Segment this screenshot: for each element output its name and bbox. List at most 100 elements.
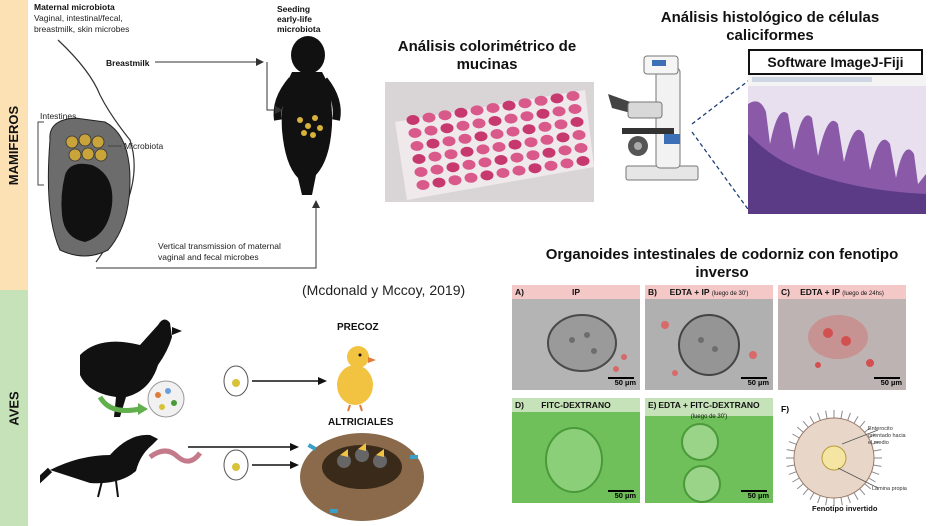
organoid-panel-c: C) EDTA + IP (luego de 24hs) 50 µm (778, 285, 906, 390)
microvillus-ray (825, 410, 828, 419)
plate-well (492, 142, 506, 152)
plate-well (412, 154, 426, 164)
plate-well (422, 112, 436, 123)
plate-well (538, 121, 552, 132)
panel-e-title: EDTA + FITC-DEXTRANO (658, 400, 760, 410)
seeding-label-2: early-life (277, 14, 312, 24)
birds-diagram (40, 319, 424, 521)
microvillus-ray (796, 483, 804, 490)
organoid-panel-f: F) Enterocito orientado hacia el medio L… (778, 398, 918, 520)
plate-well (554, 119, 568, 130)
panel-c-letter: C) (781, 287, 790, 297)
plate-well (480, 170, 494, 181)
plate-well (488, 116, 502, 126)
plate-well (550, 93, 564, 104)
microvillus-ray (802, 420, 809, 428)
microvillus-ray (786, 464, 795, 467)
panel-a-letter: A) (515, 287, 524, 297)
plate-well (504, 113, 518, 124)
breastmilk-label: Breastmilk (106, 58, 150, 68)
organoid-d-image (512, 398, 640, 503)
plate-well (432, 177, 446, 188)
panel-c-subtitle: (luego de 24hs) (842, 291, 884, 297)
microvillus-ray (859, 420, 866, 428)
plate-well (458, 133, 472, 144)
organoid-a-image (512, 285, 640, 390)
plate-well (486, 103, 500, 113)
plate-well (508, 139, 522, 150)
maternal-microbiota-title: Maternal microbiota (34, 2, 115, 12)
intestines-label: Intestines (40, 111, 77, 121)
microvillus-ray (871, 471, 880, 475)
microvillus-ray (817, 412, 821, 421)
plate-well (524, 137, 538, 148)
microvillus-ray (847, 412, 851, 421)
plate-well (414, 167, 428, 177)
citation: (Mcdonald y Mccoy, 2019) (302, 282, 466, 298)
plate-well (544, 160, 558, 171)
microvillus-ray (796, 426, 804, 433)
microvillus-ray (864, 426, 872, 433)
plate-well (512, 165, 526, 176)
altricial-label: ALTRICIALES (328, 417, 394, 428)
hen-silhouette (80, 319, 182, 417)
histology-title-line-2: caliciformes (726, 27, 814, 44)
panel-e-letter: E) (648, 400, 657, 410)
schematic-enterocyte-3: el medio (868, 440, 889, 446)
organoid-b-image (645, 285, 773, 390)
microvillus-ray (786, 449, 795, 452)
organoids-title-line-2: inverso (695, 264, 749, 281)
plate-well (474, 131, 488, 142)
plate-well (408, 128, 422, 138)
panel-b-scale: 50 µm (747, 378, 769, 387)
zoom-lines (691, 77, 753, 213)
precocial-label: PRECOZ (337, 322, 379, 333)
microbiota-label: Microbiota (124, 141, 164, 151)
plate-well (528, 163, 542, 174)
histology-title-line-1: Análisis histológico de células (660, 9, 880, 26)
plate-well (518, 98, 532, 109)
panel-b-letter: B) (648, 287, 657, 297)
microvillus-ray (817, 495, 821, 504)
baby-silhouette (273, 36, 341, 195)
birds-label: AVES (6, 390, 22, 426)
plate-well (454, 107, 468, 118)
fetus-silhouette (61, 163, 113, 242)
plate-well (442, 136, 456, 147)
plate-well (542, 147, 556, 158)
plate-well (426, 138, 440, 149)
microvillus-ray (788, 441, 797, 445)
panel-e-scale: 50 µm (747, 491, 769, 500)
plate-well (490, 129, 504, 139)
software-label-box: Software ImageJ-Fiji (748, 49, 923, 75)
inverted-phenotype-schematic (786, 410, 882, 506)
panel-b-subtitle: (luego de 30') (711, 291, 749, 297)
plate-well (448, 175, 462, 186)
plate-well (576, 156, 590, 166)
seeding-label-1: Seeding (277, 4, 311, 14)
mammal-transmission-diagram (37, 36, 341, 269)
microvillus-ray (802, 488, 809, 496)
nest-illustration (300, 433, 424, 521)
microvillus-ray (868, 433, 876, 439)
organoid-panel-d: D) FITC-DEXTRANO 50 µm (512, 398, 640, 503)
plate-well (494, 155, 508, 165)
plate-well (572, 130, 586, 140)
plate-well (456, 120, 470, 131)
plate-well (446, 162, 460, 173)
plate-well (406, 115, 420, 125)
sidebar-birds: AVES (0, 290, 28, 526)
chick-illustration (337, 346, 376, 412)
microvillus-ray (788, 471, 797, 475)
panel-d-letter: D) (515, 400, 524, 410)
plate-well (536, 108, 550, 119)
microvillus-ray (792, 477, 800, 483)
seeding-label-3: microbiota (277, 24, 321, 34)
histology-image (748, 74, 926, 214)
plate-well (444, 149, 458, 160)
microvillus-ray (792, 433, 800, 439)
plate-well (560, 158, 574, 169)
schematic-caption: Fenotipo invertido (812, 504, 878, 513)
plate-well (460, 146, 474, 157)
microvillus-ray (853, 416, 859, 424)
